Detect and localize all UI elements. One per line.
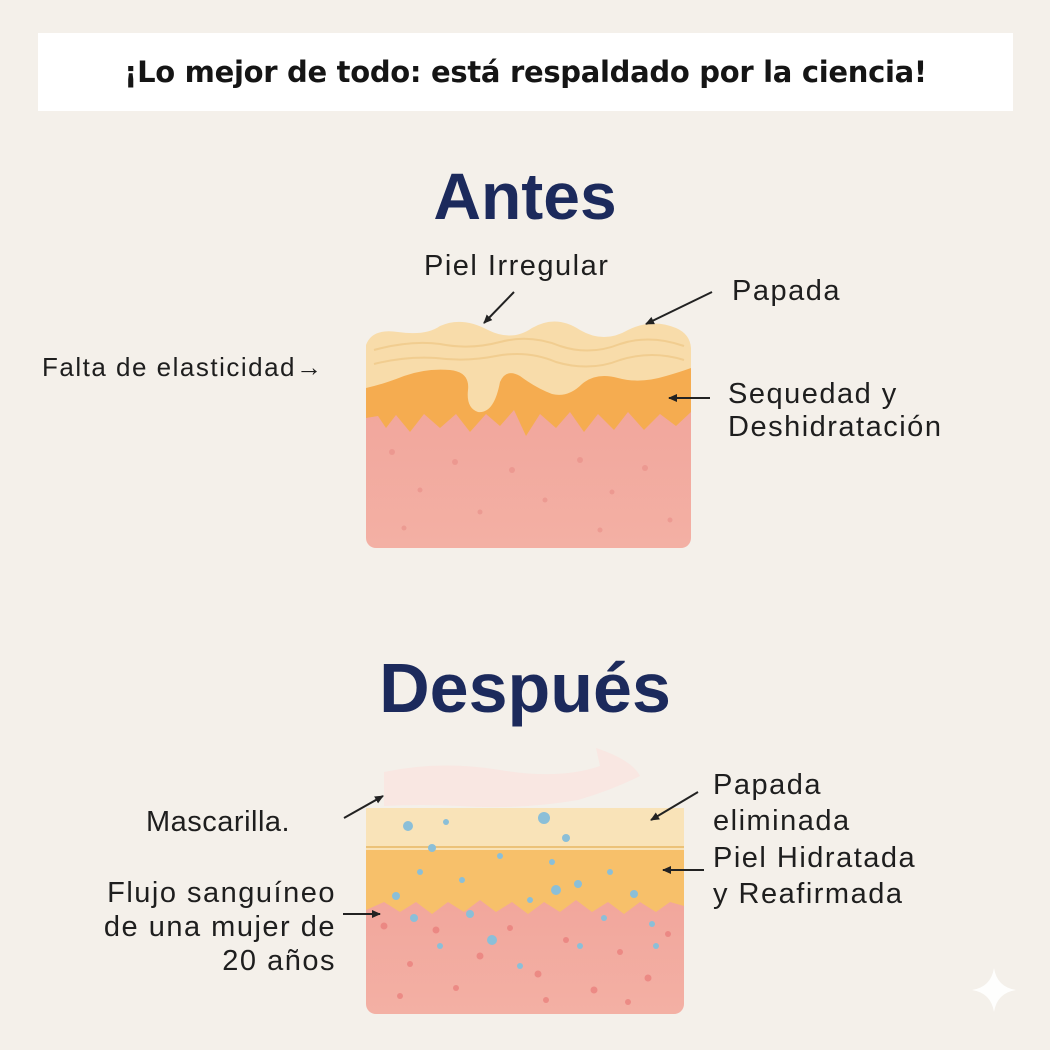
label-flujo-line2: de una mujer de [103, 911, 336, 943]
headline-banner: ¡Lo mejor de todo: está respaldado por l… [38, 33, 1013, 111]
label-sequedad-line2: Deshidratación [728, 411, 943, 443]
before-fat-layer [366, 360, 691, 436]
before-skin-block [366, 321, 691, 548]
before-epidermis-layer [366, 321, 691, 413]
arrow-mascarilla [343, 795, 384, 819]
label-falta-elasticidad: Falta de elasticidad→ [42, 352, 324, 382]
after-mask-sheet [384, 748, 640, 808]
label-piel-hidratada-line2: y Reafirmada [713, 878, 904, 910]
sparkle-icon [972, 968, 1016, 1012]
after-title: Después [379, 649, 671, 727]
arrow-irregular [483, 291, 515, 324]
after-dermis-layer [366, 896, 684, 1014]
after-fat-layer [366, 846, 684, 914]
label-papada-eliminada-line1: Papada [713, 769, 822, 801]
arrow-papada-eliminada [650, 791, 699, 821]
after-epidermis-layer [366, 808, 684, 850]
label-piel-hidratada-line1: Piel Hidratada [713, 842, 917, 874]
before-title: Antes [433, 159, 617, 233]
label-piel-hidratada: Piel Hidratada y Reafirmada [713, 840, 916, 912]
label-sequedad: Sequedad y Deshidratación [728, 378, 942, 444]
label-papada-eliminada: Papada eliminada [713, 767, 851, 839]
label-mascarilla: Mascarilla. [146, 806, 291, 838]
arrow-papada [645, 291, 713, 325]
label-piel-irregular: Piel Irregular [424, 250, 610, 282]
label-flujo-line3: 20 años [222, 945, 336, 977]
label-flujo-line1: Flujo sanguíneo [107, 877, 336, 909]
label-papada-eliminada-line2: eliminada [713, 805, 851, 837]
after-dermis-dots [380, 922, 671, 1005]
after-bubbles [392, 812, 659, 969]
before-dermis-dots [389, 449, 673, 533]
after-skin-block [366, 748, 684, 1014]
before-dermis-layer [366, 400, 691, 548]
headline-text: ¡Lo mejor de todo: está respaldado por l… [124, 55, 927, 89]
label-flujo-sanguineo: Flujo sanguíneo de una mujer de 20 años [40, 876, 336, 978]
label-sequedad-line1: Sequedad y [728, 378, 898, 410]
label-papada: Papada [732, 275, 841, 307]
